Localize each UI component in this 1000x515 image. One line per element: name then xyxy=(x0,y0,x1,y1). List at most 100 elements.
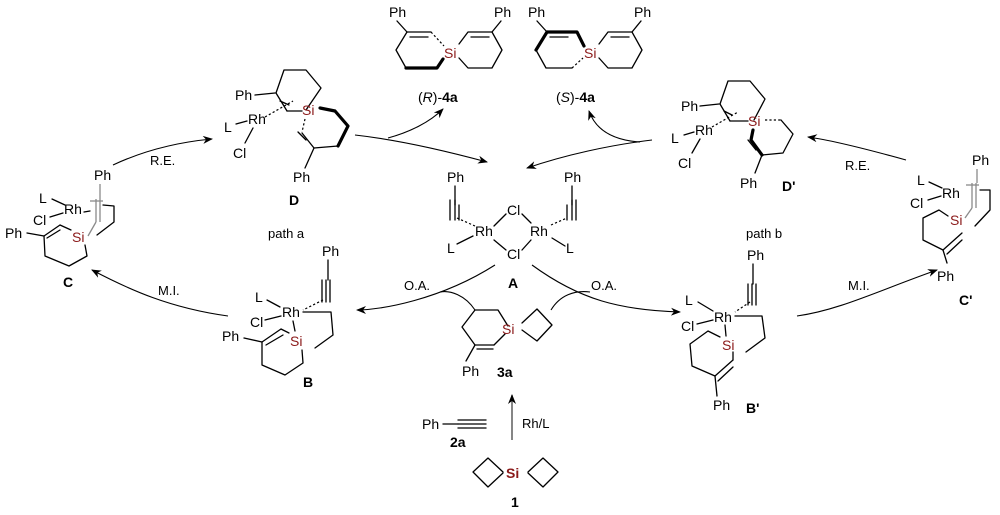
label-D: D xyxy=(289,192,299,208)
ph-label: Ph xyxy=(494,4,511,20)
ph-label: Ph xyxy=(235,87,252,103)
rh-atom: Rh xyxy=(282,304,300,320)
cl-bridge-top: Cl xyxy=(507,202,520,218)
ph-label: Ph xyxy=(564,169,581,185)
ph-label: Ph xyxy=(528,4,545,20)
label-2a: 2a xyxy=(450,434,466,450)
compound-S-4a: Ph Si Ph (S)-4a xyxy=(528,4,651,105)
rh-atom: Rh xyxy=(248,111,266,127)
ph-label: Ph xyxy=(322,243,339,259)
compound-B: Ph Rh L Cl Si Ph B xyxy=(222,243,339,390)
arrow-oa-right xyxy=(531,264,681,316)
arrow-re-right xyxy=(807,134,907,161)
step-oa-left: O.A. xyxy=(404,278,430,293)
compound-1: Si 1 xyxy=(472,457,559,510)
ph-label: Ph xyxy=(389,4,406,20)
rh-atom: Rh xyxy=(475,223,493,239)
arrow-to-S-4a xyxy=(588,110,641,143)
compound-D-prime: Ph Si Ph Rh L Cl D' xyxy=(671,80,795,194)
rh-atom: Rh xyxy=(714,309,732,325)
ph-label: Ph xyxy=(740,175,757,191)
ph-label: Ph xyxy=(681,98,698,114)
ligand-l: L xyxy=(447,240,455,256)
cl-atom: Cl xyxy=(250,314,263,330)
arrow-oa-left-substrate xyxy=(439,291,476,311)
cl-atom: Cl xyxy=(910,195,923,211)
si-atom: Si xyxy=(584,45,596,61)
si-atom: Si xyxy=(950,212,962,228)
label-A: A xyxy=(508,275,518,291)
rh-atom: Rh xyxy=(530,223,548,239)
ph-label: Ph xyxy=(5,225,22,241)
compound-D: Ph Si Ph Rh L Cl D xyxy=(224,69,350,208)
arrow-to-R-4a xyxy=(387,108,444,139)
label-S-4a: (S)-4a xyxy=(556,89,595,105)
si-atom: Si xyxy=(748,113,760,129)
arrow-mi-right xyxy=(796,269,938,317)
ph-label: Ph xyxy=(447,169,464,185)
arrow-mi-left xyxy=(91,269,229,317)
ph-label: Ph xyxy=(634,4,651,20)
label-R-4a: (R)-4a xyxy=(418,89,458,105)
arrow-Dprime-to-A xyxy=(526,139,653,169)
compound-C: Ph Rh L Cl Si Ph C xyxy=(5,167,115,290)
ph-label: Ph xyxy=(222,328,239,344)
si-atom: Si xyxy=(302,102,314,118)
cl-atom: Cl xyxy=(681,318,694,334)
ligand-l: L xyxy=(671,130,679,146)
ph-label: Ph xyxy=(422,416,439,432)
step-oa-right: O.A. xyxy=(591,278,617,293)
ligand-l: L xyxy=(917,172,925,188)
label-C-prime: C' xyxy=(959,292,972,308)
rh-atom: Rh xyxy=(64,201,82,217)
si-atom: Si xyxy=(72,229,84,245)
cl-bridge-bottom: Cl xyxy=(507,246,520,262)
si-atom: Si xyxy=(722,337,734,353)
label-C: C xyxy=(63,274,73,290)
compound-B-prime: Ph Rh L Cl Si Ph B' xyxy=(681,247,766,416)
ligand-l: L xyxy=(685,292,693,308)
si-atom: Si xyxy=(444,45,456,61)
compound-C-prime: Ph Rh L Cl Si Ph C' xyxy=(910,152,991,308)
ph-label: Ph xyxy=(293,169,310,185)
rh-atom: Rh xyxy=(942,185,960,201)
si-atom: Si xyxy=(506,465,519,481)
compound-R-4a: Ph Si Ph (R)-4a xyxy=(389,4,511,105)
rh-atom: Rh xyxy=(695,122,713,138)
si-atom: Si xyxy=(290,333,302,349)
step-re-left: R.E. xyxy=(150,153,175,168)
step-catalyst: Rh/L xyxy=(522,416,549,431)
ph-label: Ph xyxy=(972,152,989,168)
arrow-oa-right-substrate xyxy=(550,291,591,311)
ph-label: Ph xyxy=(94,167,111,183)
step-mi-right: M.I. xyxy=(848,278,870,293)
ligand-l: L xyxy=(39,190,47,206)
compound-2a: Ph 2a xyxy=(422,416,487,450)
step-mi-left: M.I. xyxy=(158,283,180,298)
compound-3a: Si Ph 3a xyxy=(461,308,553,380)
ph-label: Ph xyxy=(713,397,730,413)
compound-A-rh-dimer: Ph Rh L Cl Cl Rh L Ph A xyxy=(447,169,581,291)
label-B-prime: B' xyxy=(746,400,759,416)
cl-atom: Cl xyxy=(233,145,246,161)
cl-atom: Cl xyxy=(678,155,691,171)
step-re-right: R.E. xyxy=(845,158,870,173)
label-D-prime: D' xyxy=(782,178,795,194)
ph-label: Ph xyxy=(747,247,764,263)
label-3a: 3a xyxy=(497,364,513,380)
cl-atom: Cl xyxy=(33,212,46,228)
ph-label: Ph xyxy=(937,268,954,284)
path-a-label: path a xyxy=(268,226,305,241)
path-b-label: path b xyxy=(746,226,782,241)
ligand-l: L xyxy=(255,289,263,305)
arrow-oa-left xyxy=(356,264,496,314)
label-B: B xyxy=(303,374,313,390)
ligand-l: L xyxy=(566,240,574,256)
ph-label: Ph xyxy=(462,363,479,379)
ligand-l: L xyxy=(224,119,232,135)
si-atom: Si xyxy=(502,321,514,337)
arrow-re-left xyxy=(112,135,213,166)
label-1: 1 xyxy=(511,494,519,510)
